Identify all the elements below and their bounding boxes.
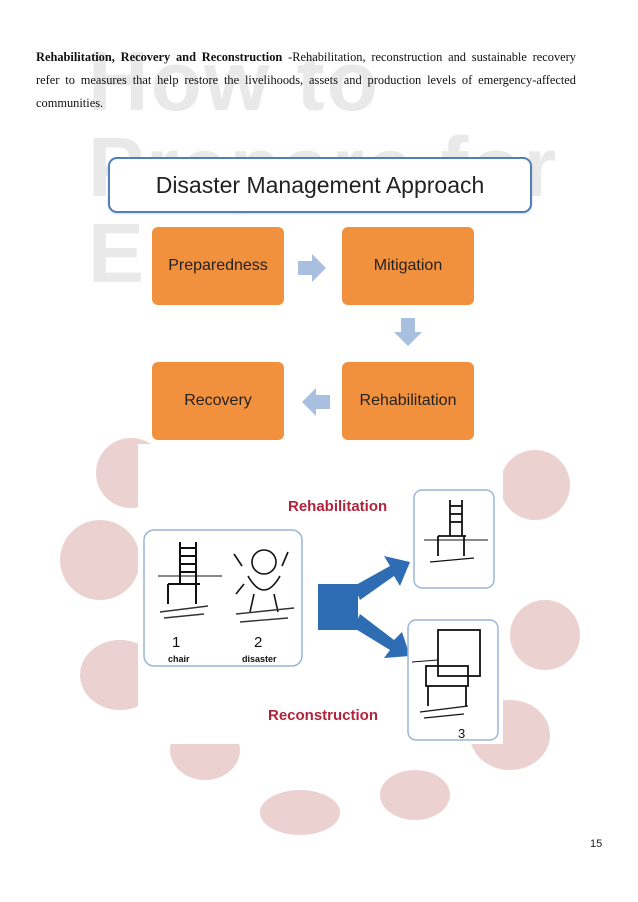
figure-illustration <box>143 489 499 741</box>
repaired-chair-icon <box>424 500 488 563</box>
step-recovery: Recovery <box>152 362 284 440</box>
step-preparedness: Preparedness <box>152 227 284 305</box>
panel-number-1: 1 <box>172 634 181 651</box>
disaster-caption: disaster <box>242 654 277 664</box>
body-paragraph: Rehabilitation, Recovery and Reconstruct… <box>36 46 576 115</box>
step-rehabilitation: Rehabilitation <box>342 362 474 440</box>
diagram-title: Disaster Management Approach <box>108 157 532 213</box>
rebuilt-chair-icon <box>411 629 481 719</box>
arrow-right-icon <box>298 254 326 282</box>
panel-number-2: 2 <box>254 634 263 651</box>
arrow-left-icon <box>302 388 330 416</box>
page-number: 15 <box>590 838 603 850</box>
step-mitigation: Mitigation <box>342 227 474 305</box>
disaster-figure-icon <box>233 549 289 613</box>
chair-icon <box>158 542 222 604</box>
arrow-down-icon <box>394 318 422 346</box>
reconstruction-label: Reconstruction <box>268 707 379 724</box>
chair-caption: chair <box>168 654 190 664</box>
paragraph-heading: Rehabilitation, Recovery and Reconstruct… <box>36 50 283 64</box>
paragraph-body: -Rehabilitation, reconstruction and sust… <box>36 50 576 110</box>
split-arrow-icon <box>318 556 410 658</box>
rehabilitation-label: Rehabilitation <box>288 498 388 515</box>
rehabilitation-reconstruction-figure: Rehabilitation Reconstruction 1 2 chair … <box>138 444 503 744</box>
panel-number-3: 3 <box>458 726 466 741</box>
